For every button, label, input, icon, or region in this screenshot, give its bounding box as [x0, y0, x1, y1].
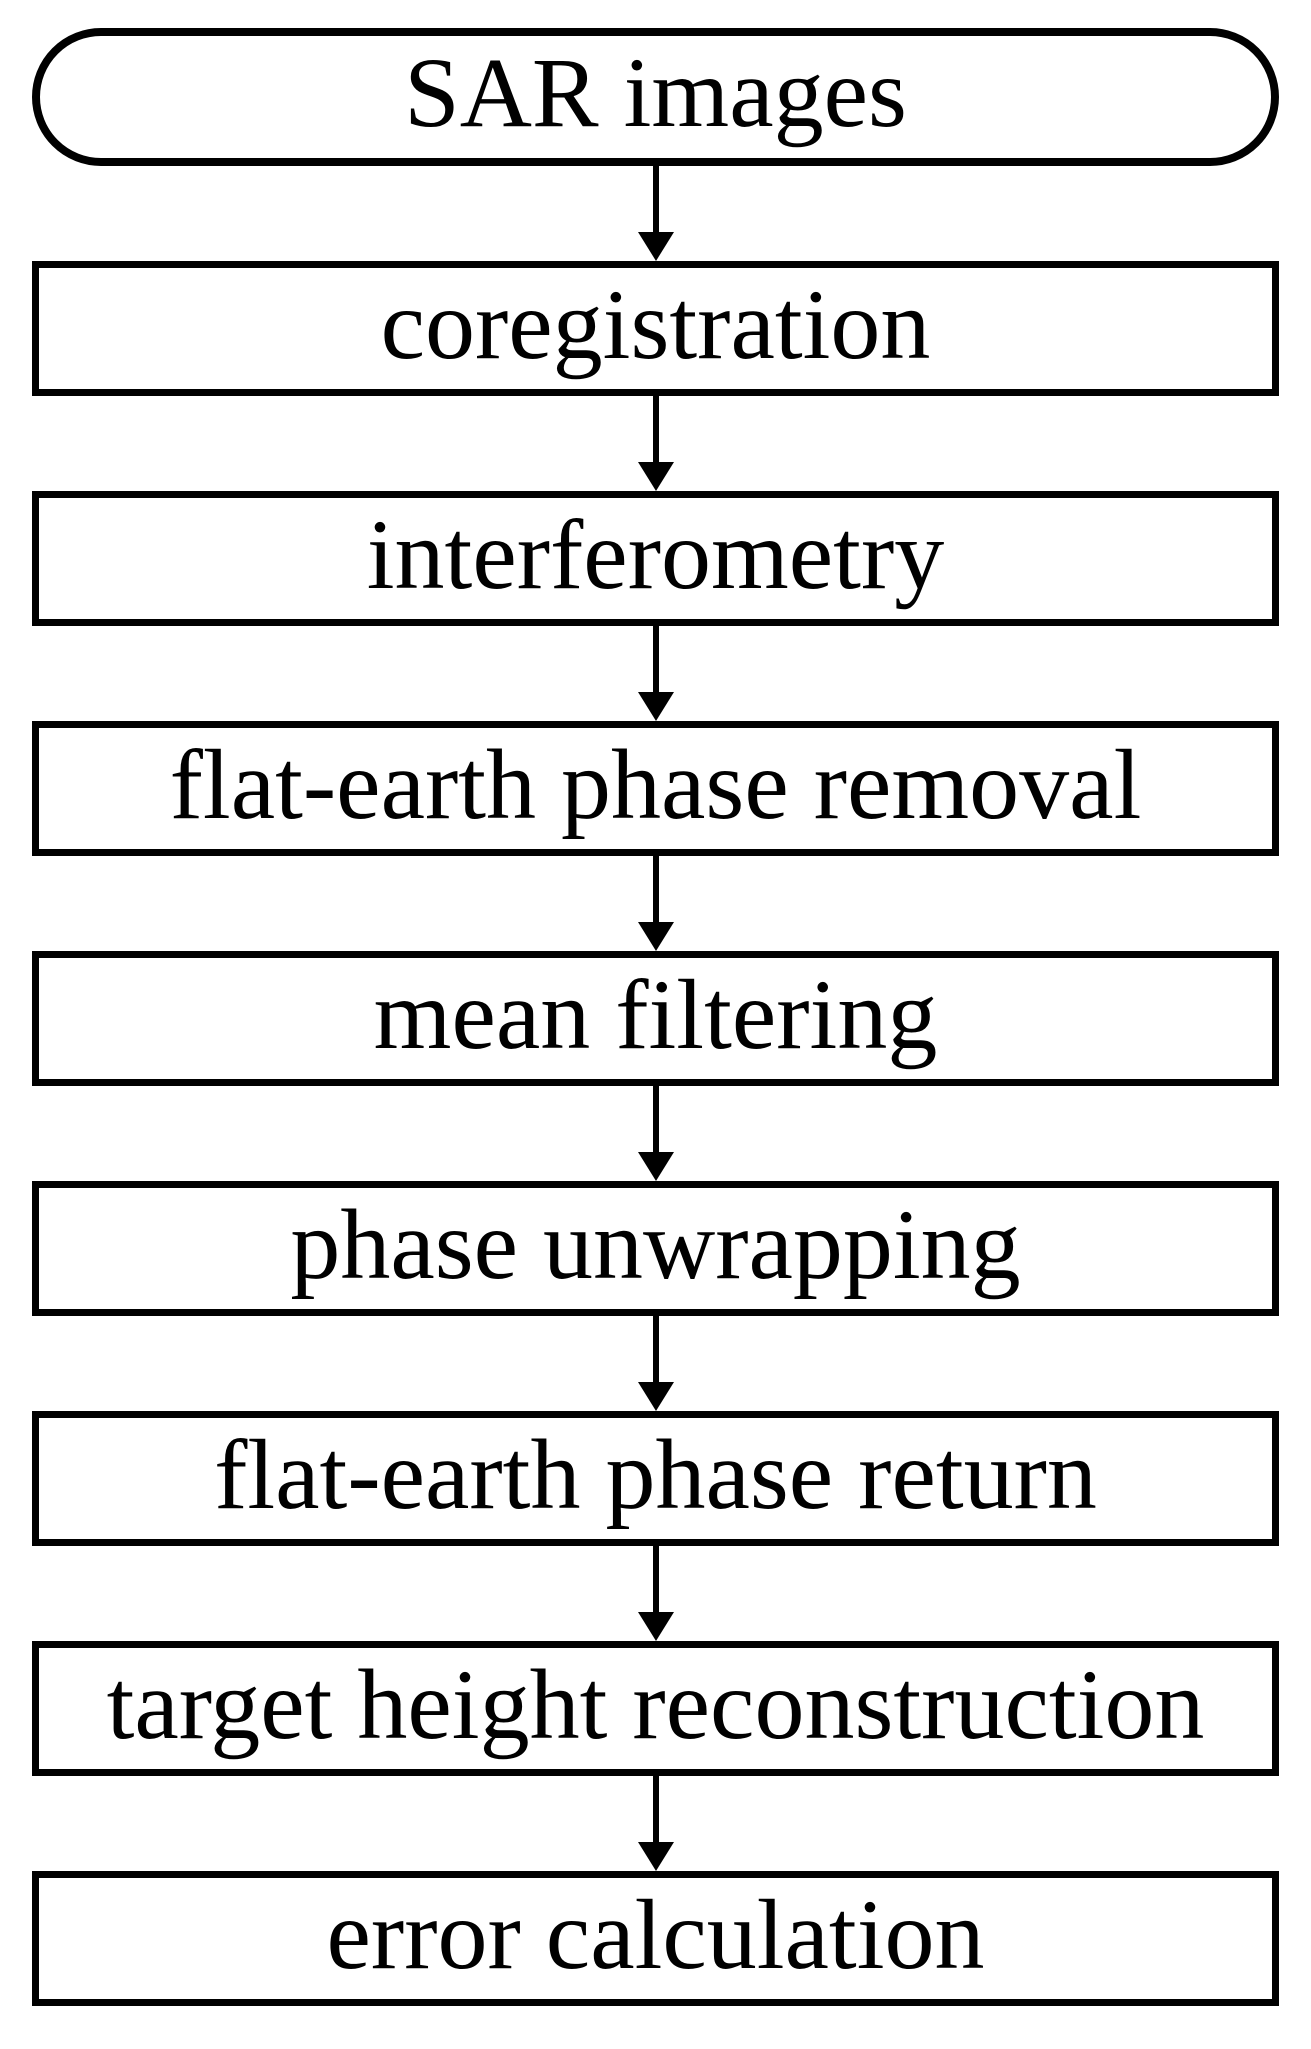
arrow-shaft — [652, 626, 659, 693]
node-phase-unwrapping: phase unwrapping — [32, 1181, 1279, 1316]
arrow-head — [637, 1152, 674, 1181]
node-sar-images: SAR images — [32, 28, 1279, 166]
node-label: error calculation — [326, 1878, 985, 1990]
arrow-shaft — [652, 1316, 659, 1383]
arrow-head — [637, 692, 674, 721]
arrow-shaft — [652, 166, 659, 233]
arrow-head — [637, 1842, 674, 1871]
node-flat-earth-phase-removal: flat-earth phase removal — [32, 721, 1279, 856]
node-label: mean filtering — [373, 958, 938, 1070]
node-coregistration: coregistration — [32, 261, 1279, 396]
arrow-head — [637, 1382, 674, 1411]
arrow-head — [637, 1612, 674, 1641]
node-label: interferometry — [366, 498, 945, 610]
down-arrow-icon — [32, 396, 1279, 491]
node-mean-filtering: mean filtering — [32, 951, 1279, 1086]
node-label: coregistration — [380, 268, 931, 380]
flowchart-column: SAR images coregistration interferometry… — [32, 28, 1279, 2006]
node-label: flat-earth phase removal — [169, 728, 1142, 840]
down-arrow-icon — [32, 166, 1279, 261]
down-arrow-icon — [32, 626, 1279, 721]
down-arrow-icon — [32, 1086, 1279, 1181]
arrow-shaft — [652, 856, 659, 923]
down-arrow-icon — [32, 1776, 1279, 1871]
arrow-shaft — [652, 1086, 659, 1153]
arrow-head — [637, 232, 674, 261]
node-target-height-reconstruction: target height reconstruction — [32, 1641, 1279, 1776]
node-interferometry: interferometry — [32, 491, 1279, 626]
node-flat-earth-phase-return: flat-earth phase return — [32, 1411, 1279, 1546]
arrow-shaft — [652, 1546, 659, 1613]
down-arrow-icon — [32, 1546, 1279, 1641]
node-label: SAR images — [404, 37, 907, 148]
down-arrow-icon — [32, 1316, 1279, 1411]
node-label: phase unwrapping — [290, 1188, 1021, 1300]
arrow-head — [637, 462, 674, 491]
arrow-shaft — [652, 396, 659, 463]
arrow-head — [637, 922, 674, 951]
node-label: flat-earth phase return — [214, 1418, 1097, 1530]
arrow-shaft — [652, 1776, 659, 1843]
node-error-calculation: error calculation — [32, 1871, 1279, 2006]
down-arrow-icon — [32, 856, 1279, 951]
node-label: target height reconstruction — [106, 1648, 1205, 1760]
